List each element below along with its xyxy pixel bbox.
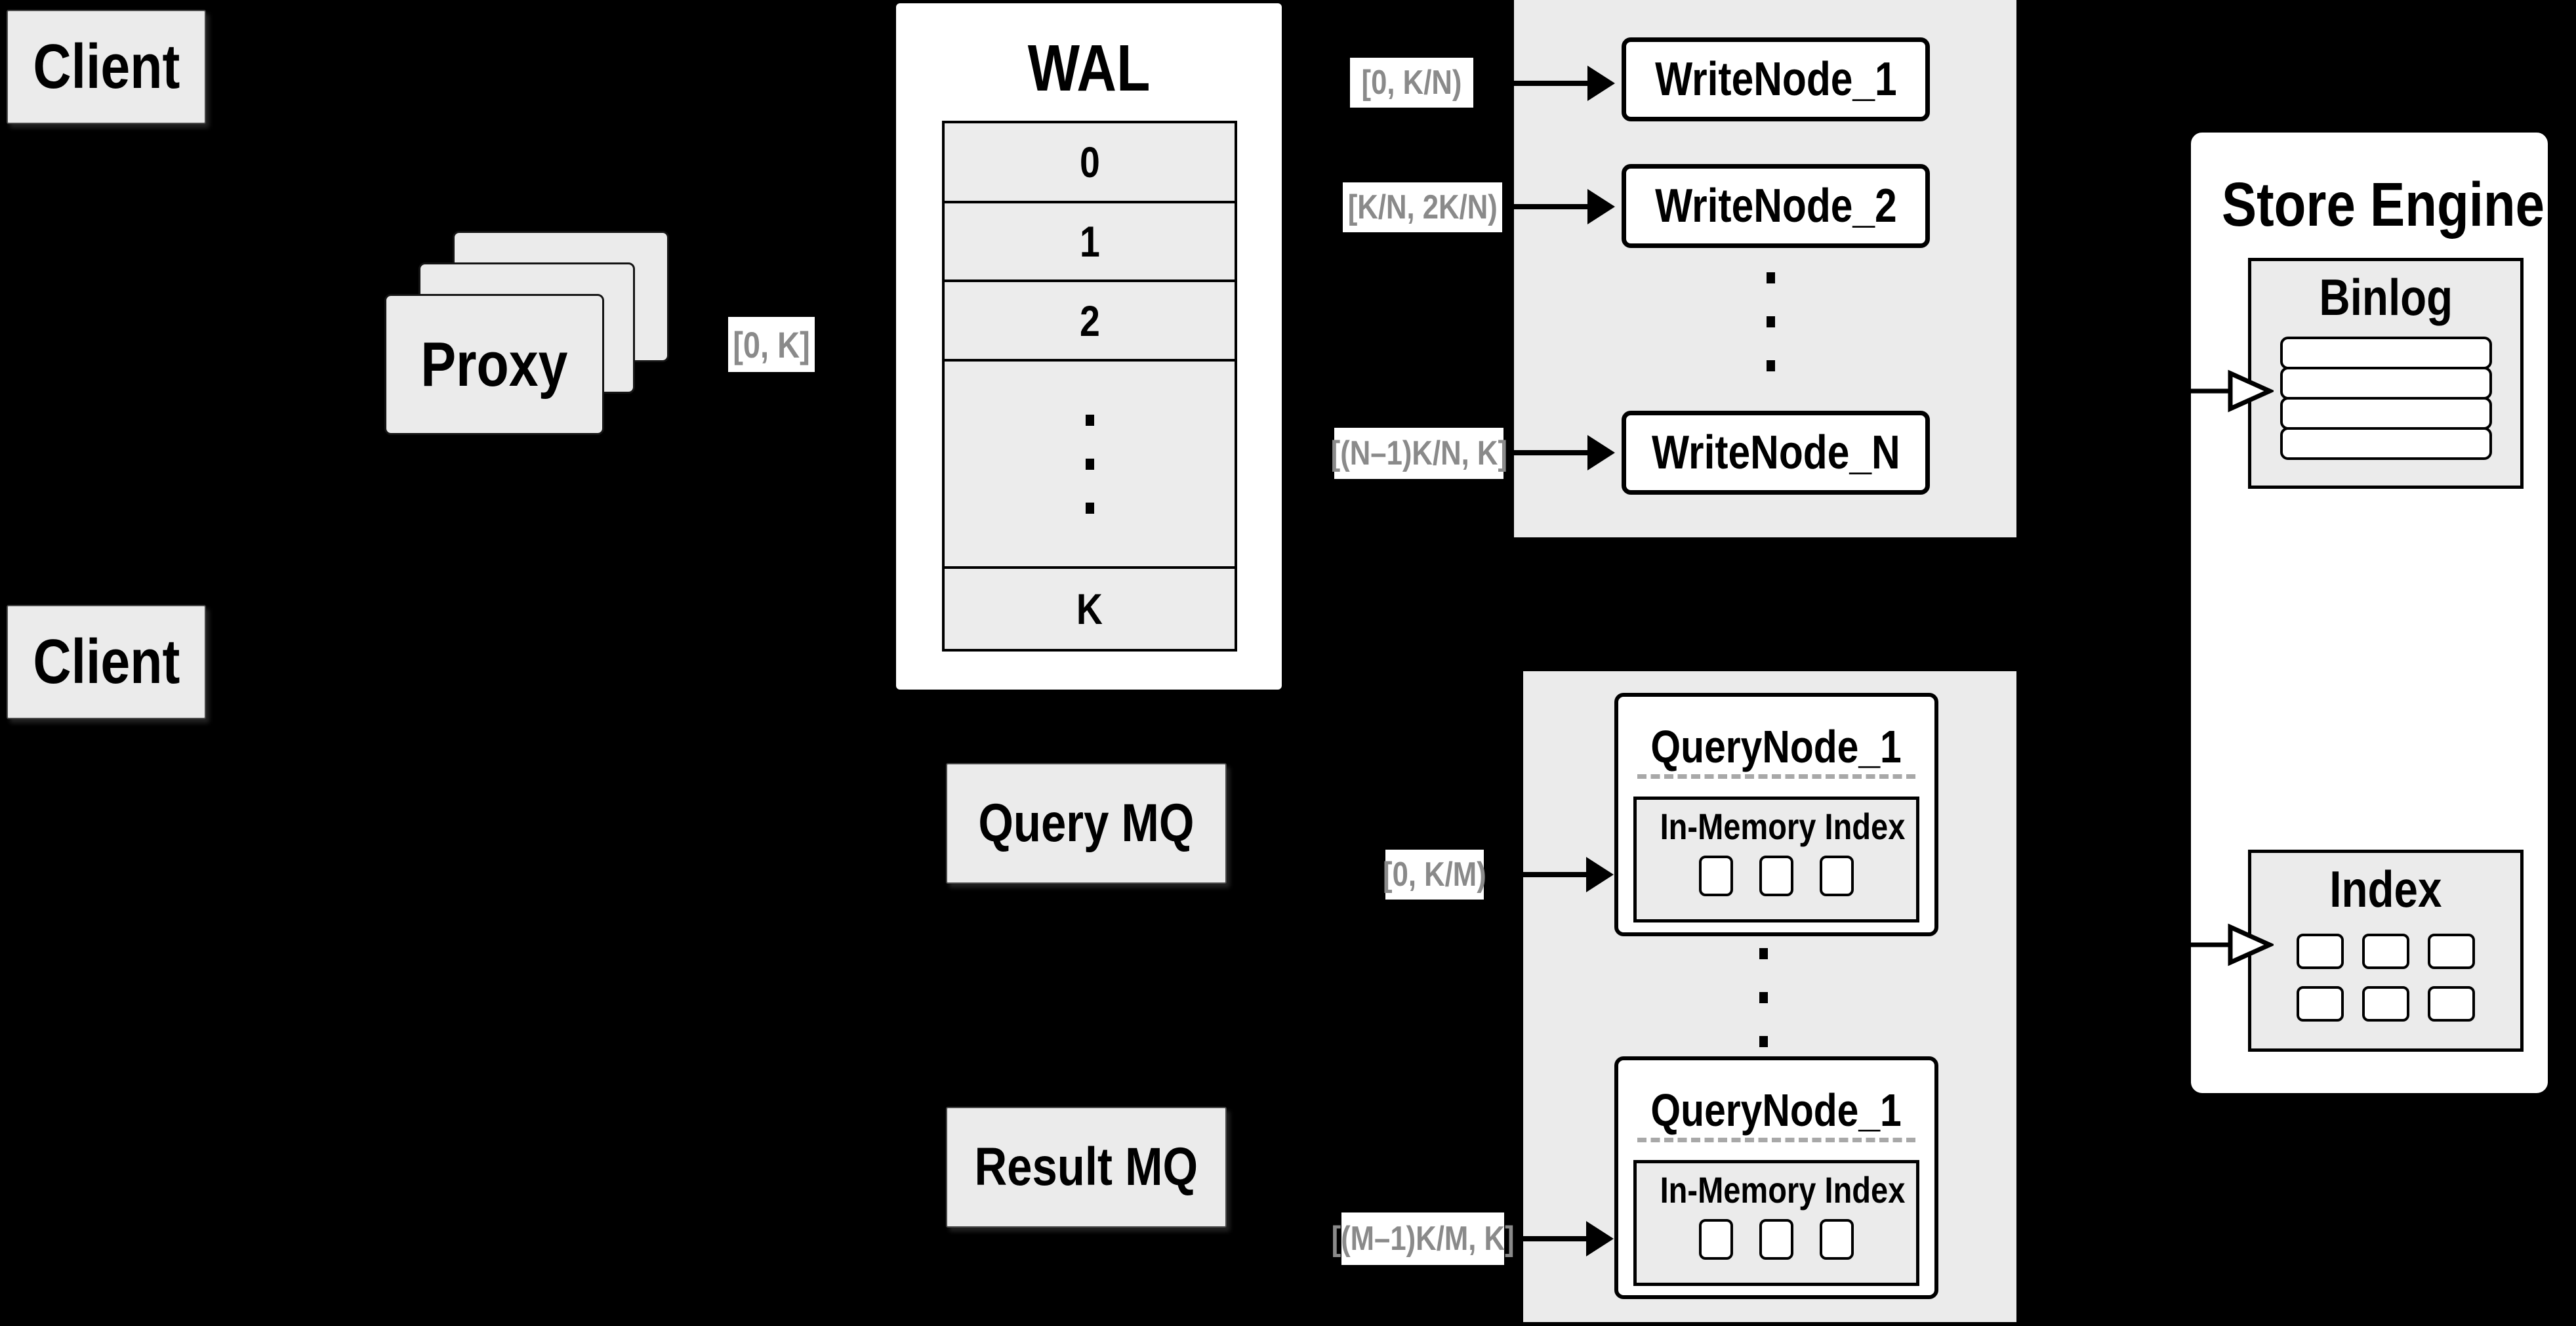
- hollow-arrow-to-index: [2188, 923, 2274, 966]
- binlog-row: [2280, 337, 2492, 369]
- in-memory-index-top-label: In-Memory Index: [1660, 806, 1906, 847]
- vertical-ellipsis-query-nodes: [1759, 948, 1768, 1047]
- ellipsis-dot: [1085, 502, 1094, 514]
- write-node-n-label: WriteNode_N: [1651, 426, 1900, 479]
- range-chip-write-1: [0, K/N): [1350, 58, 1473, 108]
- store-engine-title: Store Engine: [2221, 170, 2545, 239]
- result-mq-label: Result MQ: [974, 1137, 1198, 1197]
- vertical-ellipsis-wal: [1085, 414, 1094, 514]
- index-segment: [2362, 934, 2409, 969]
- wal-title: WAL: [1027, 31, 1151, 105]
- wal-row-0-label: 0: [1079, 138, 1100, 186]
- wal-row-1: 1: [942, 201, 1237, 282]
- range-chip-query-m: [(M–1)K/M, K]: [1331, 1212, 1515, 1265]
- client-bottom-label: Client: [32, 627, 180, 697]
- memory-segment: [1699, 1219, 1733, 1260]
- ellipsis-dot: [1767, 316, 1775, 327]
- memory-segment: [1820, 856, 1854, 896]
- in-memory-index-bottom-label: In-Memory Index: [1660, 1169, 1906, 1211]
- ellipsis-dot: [1085, 414, 1094, 426]
- wal-row-k: K: [942, 566, 1237, 652]
- index-segment: [2362, 986, 2409, 1022]
- index-segment: [2297, 986, 2344, 1022]
- wal-row-0: 0: [942, 121, 1237, 203]
- result-mq-box: Result MQ: [946, 1107, 1227, 1228]
- range-chip-write-1-text: [0, K/N): [1361, 64, 1462, 102]
- binlog-row: [2280, 427, 2492, 460]
- hollow-arrow-to-binlog: [2188, 369, 2274, 413]
- wal-row-1-label: 1: [1079, 217, 1100, 266]
- index-segment: [2428, 934, 2475, 969]
- wal-row-k-label: K: [1076, 585, 1103, 633]
- write-node-2-box: WriteNode_2: [1622, 164, 1930, 248]
- write-node-1-box: WriteNode_1: [1622, 37, 1930, 121]
- index-segment: [2428, 986, 2475, 1022]
- wal-box: WAL 0 1 2 K: [896, 3, 1282, 690]
- memory-segment: [1759, 1219, 1793, 1260]
- client-top-box: Client: [7, 10, 206, 124]
- ellipsis-dot: [1759, 948, 1768, 959]
- wal-segment-table: 0 1 2 K: [942, 121, 1237, 652]
- in-memory-index-box-top: In-Memory Index: [1633, 797, 1919, 922]
- in-memory-index-box-bottom: In-Memory Index: [1633, 1160, 1919, 1286]
- arrow-to-write-node-n: [1514, 450, 1587, 455]
- query-node-bottom-label: QueryNode_1: [1650, 1085, 1902, 1136]
- arrow-to-query-node-bottom: [1523, 1236, 1586, 1241]
- wal-row-ellipsis: [942, 359, 1237, 569]
- range-chip-write-2-text: [K/N, 2K/N): [1347, 188, 1498, 226]
- ellipsis-dot: [1085, 458, 1094, 470]
- memory-segment: [1699, 856, 1733, 896]
- query-node-top-label: QueryNode_1: [1650, 721, 1902, 772]
- ellipsis-dot: [1767, 360, 1775, 371]
- wal-row-2-label: 2: [1079, 296, 1100, 345]
- in-memory-segments: [1637, 1219, 1916, 1260]
- index-segment: [2297, 934, 2344, 969]
- arrow-to-write-node-1: [1514, 81, 1587, 86]
- query-mq-label: Query MQ: [978, 793, 1195, 853]
- wal-row-2: 2: [942, 280, 1237, 362]
- ellipsis-dot: [1767, 272, 1775, 283]
- client-bottom-box: Client: [7, 605, 206, 719]
- range-chip-query-1-text: [0, K/M): [1383, 856, 1486, 894]
- dashed-separator: [1637, 1138, 1916, 1142]
- memory-segment: [1759, 856, 1793, 896]
- proxy-card-front: Proxy: [384, 294, 604, 435]
- arrow-to-query-node-top: [1523, 872, 1586, 877]
- client-top-label: Client: [32, 31, 180, 102]
- range-chip-write-2: [K/N, 2K/N): [1343, 182, 1502, 232]
- query-node-bottom-box: QueryNode_1 In-Memory Index: [1614, 1056, 1938, 1299]
- write-node-n-box: WriteNode_N: [1622, 411, 1930, 495]
- index-segments-grid: [2251, 934, 2520, 1022]
- memory-segment: [1820, 1219, 1854, 1260]
- write-node-1-label: WriteNode_1: [1654, 53, 1897, 106]
- range-chip-write-n-text: [(N–1)K/N, K]: [1330, 434, 1507, 472]
- range-chip-query-1: [0, K/M): [1383, 850, 1486, 900]
- proxy-label: Proxy: [420, 329, 568, 400]
- query-mq-box: Query MQ: [946, 763, 1227, 884]
- binlog-title: Binlog: [2319, 268, 2453, 326]
- index-title: Index: [2329, 860, 2442, 918]
- ellipsis-dot: [1759, 1036, 1768, 1047]
- in-memory-segments: [1637, 856, 1916, 896]
- arrow-to-write-node-2: [1514, 204, 1587, 209]
- vertical-ellipsis-write-nodes: [1767, 272, 1775, 371]
- binlog-box: Binlog: [2248, 258, 2524, 489]
- index-box: Index: [2248, 850, 2524, 1052]
- binlog-row: [2280, 397, 2492, 430]
- binlog-row: [2280, 367, 2492, 400]
- ellipsis-dot: [1759, 992, 1768, 1003]
- dashed-separator: [1637, 774, 1916, 779]
- range-chip-proxy-out: [0, K]: [728, 317, 815, 372]
- query-node-top-box: QueryNode_1 In-Memory Index: [1614, 693, 1938, 936]
- range-chip-query-m-text: [(M–1)K/M, K]: [1331, 1220, 1515, 1258]
- write-node-2-label: WriteNode_2: [1654, 180, 1897, 232]
- binlog-rows: [2251, 337, 2520, 460]
- range-chip-proxy-out-text: [0, K]: [733, 323, 810, 365]
- range-chip-write-n: [(N–1)K/N, K]: [1330, 428, 1507, 479]
